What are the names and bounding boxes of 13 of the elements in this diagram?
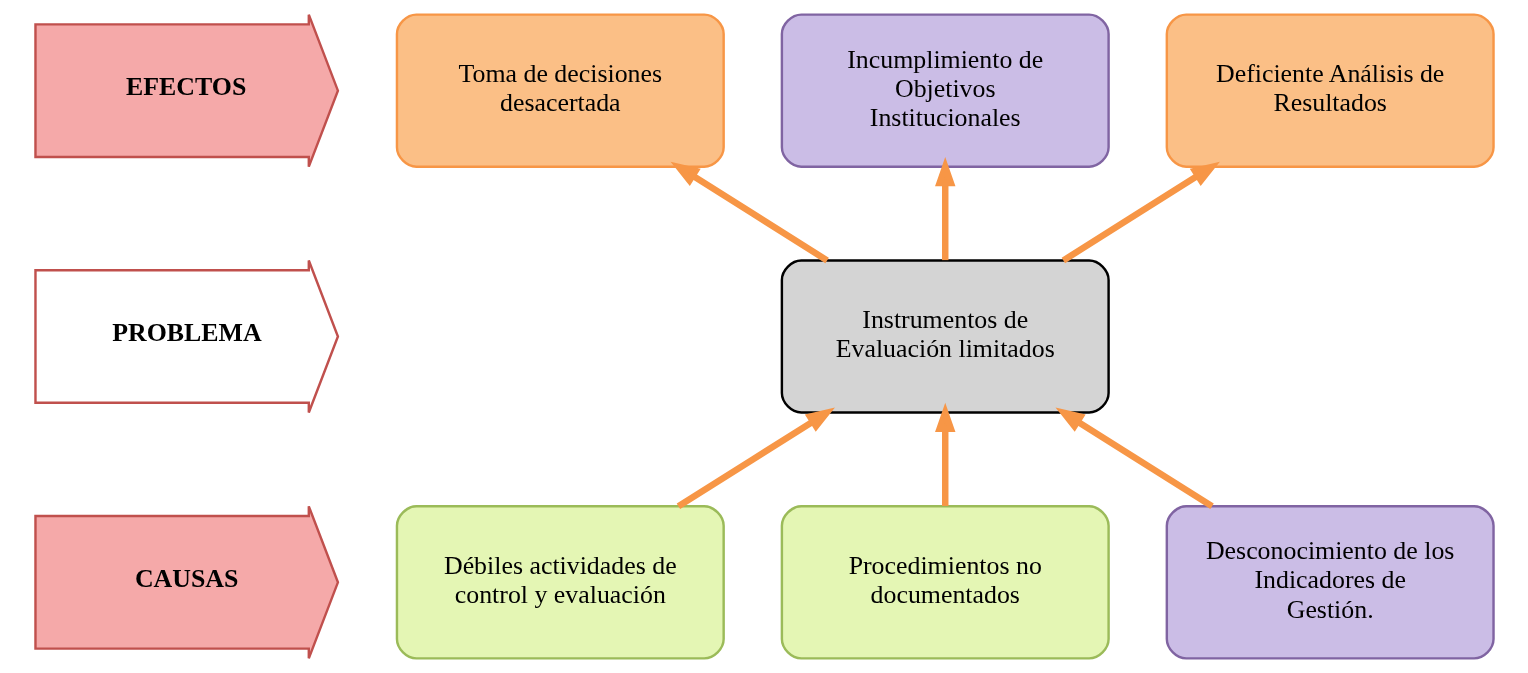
node-box: Incumplimiento de Objetivos Institucionales	[780, 13, 1110, 168]
arrow	[676, 407, 835, 510]
node-box: Procedimientos no documentados	[780, 505, 1110, 660]
arrow	[1061, 161, 1220, 264]
node-box: Deficiente Análisis de Resultados	[1165, 13, 1495, 168]
node-box: Débiles actividades de control y evaluación	[395, 505, 725, 660]
node-box: Toma de decisiones desacertada	[395, 13, 725, 168]
arrow	[934, 402, 955, 506]
arrow	[1055, 407, 1214, 510]
node-box: Instrumentos de Evaluación limitados	[780, 259, 1110, 414]
arrow	[934, 157, 955, 261]
arrow	[670, 161, 829, 264]
node-box: Desconocimiento de los Indicadores de Gestión.	[1165, 505, 1495, 660]
